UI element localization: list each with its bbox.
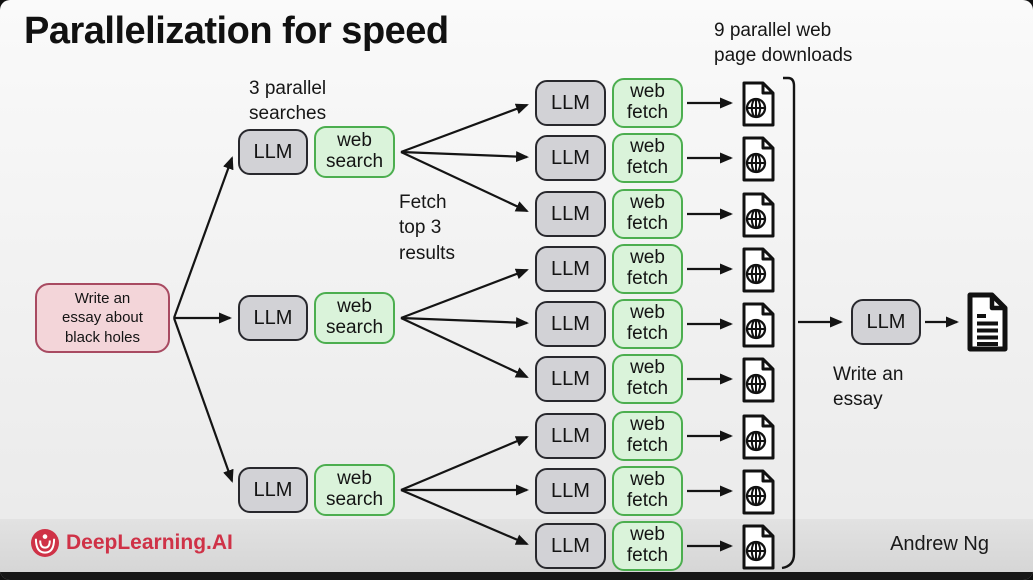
web-search-node: web search bbox=[314, 292, 395, 344]
label-fetch-top-3-results: Fetch top 3 results bbox=[399, 192, 455, 264]
web-fetch-node: web fetch bbox=[612, 78, 683, 128]
web-page-icon bbox=[742, 524, 775, 570]
web-page-icon bbox=[742, 357, 775, 403]
web-search-node: web search bbox=[314, 126, 395, 178]
web-fetch-node: web fetch bbox=[612, 521, 683, 571]
essay-document-icon bbox=[965, 292, 1009, 352]
prompt-node: Write an essay about black holes bbox=[35, 283, 170, 353]
author-name: Andrew Ng bbox=[890, 533, 989, 555]
label-write-an-essay: Write an essay bbox=[833, 364, 904, 411]
web-page-icon bbox=[742, 302, 775, 348]
web-page-icon bbox=[742, 414, 775, 460]
llm-node: LLM bbox=[238, 295, 308, 341]
llm-node: LLM bbox=[535, 191, 606, 237]
llm-node: LLM bbox=[238, 467, 308, 513]
web-fetch-node: web fetch bbox=[612, 299, 683, 349]
llm-node: LLM bbox=[535, 246, 606, 292]
brand: DeepLearning.AI bbox=[30, 528, 233, 558]
web-fetch-node: web fetch bbox=[612, 354, 683, 404]
web-fetch-node: web fetch bbox=[612, 466, 683, 516]
deeplearning-logo-icon bbox=[30, 528, 60, 558]
web-fetch-node: web fetch bbox=[612, 133, 683, 183]
llm-node: LLM bbox=[535, 80, 606, 126]
llm-node: LLM bbox=[535, 523, 606, 569]
web-search-node: web search bbox=[314, 464, 395, 516]
footer-band bbox=[0, 519, 1033, 572]
web-page-icon bbox=[742, 81, 775, 127]
llm-node: LLM bbox=[535, 468, 606, 514]
llm-node: LLM bbox=[238, 129, 308, 175]
web-page-icon bbox=[742, 247, 775, 293]
bottom-bar bbox=[0, 572, 1033, 580]
web-page-icon bbox=[742, 192, 775, 238]
page-title: Parallelization for speed bbox=[24, 10, 449, 52]
llm-node: LLM bbox=[535, 301, 606, 347]
web-page-icon bbox=[742, 136, 775, 182]
brand-name: DeepLearning.AI bbox=[66, 531, 233, 554]
label-9-parallel-downloads: 9 parallel web page downloads bbox=[714, 20, 853, 67]
final-llm-node: LLM bbox=[851, 299, 921, 345]
label-3-parallel-searches: 3 parallel searches bbox=[249, 78, 327, 125]
web-fetch-node: web fetch bbox=[612, 244, 683, 294]
grouping-bracket bbox=[781, 76, 796, 570]
web-fetch-node: web fetch bbox=[612, 411, 683, 461]
web-fetch-node: web fetch bbox=[612, 189, 683, 239]
llm-node: LLM bbox=[535, 356, 606, 402]
llm-node: LLM bbox=[535, 135, 606, 181]
llm-node: LLM bbox=[535, 413, 606, 459]
web-page-icon bbox=[742, 469, 775, 515]
